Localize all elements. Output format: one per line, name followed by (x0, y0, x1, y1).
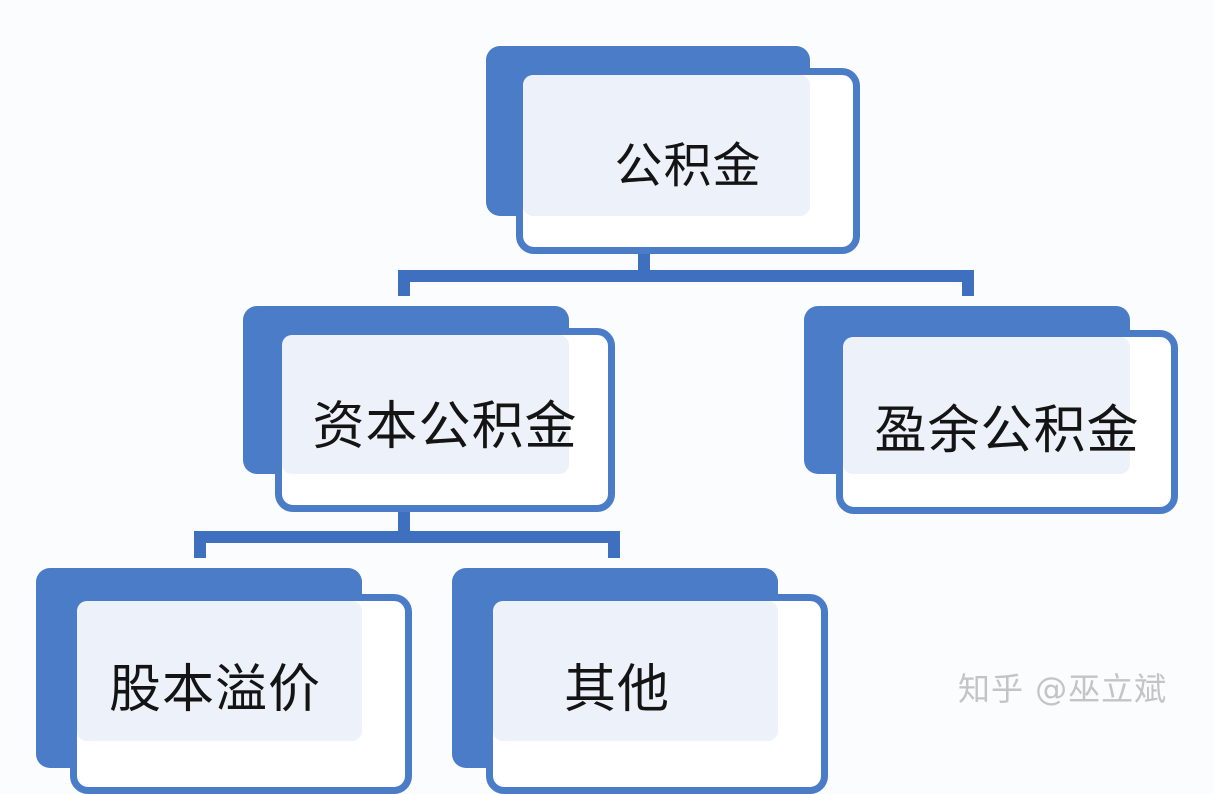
connector-root-right-drop (962, 270, 974, 296)
connector-capital-stem (398, 512, 410, 536)
node-root-label: 公积金 (614, 138, 762, 194)
node-root-inner (523, 75, 810, 216)
connector-root-bar (398, 270, 974, 282)
connector-root-stem (638, 254, 650, 274)
node-surplus-reserve-inner (843, 337, 1130, 474)
node-surplus-reserve: 盈余公积金 (804, 306, 1178, 514)
node-root: 公积金 (486, 46, 860, 254)
watermark: 知乎 @巫立斌 (958, 670, 1168, 708)
connector-capital-left-drop (194, 531, 206, 558)
node-share-premium-inner (77, 601, 362, 741)
node-other: 其他 (452, 568, 828, 794)
node-surplus-reserve-label: 盈余公积金 (874, 400, 1140, 461)
node-share-premium-label: 股本溢价 (108, 659, 321, 720)
node-capital-reserve-inner (282, 335, 569, 474)
connector-capital-bar (194, 531, 620, 543)
node-other-label: 其他 (563, 659, 670, 720)
node-capital-reserve-label: 资本公积金 (312, 396, 578, 457)
connector-capital-right-drop (608, 531, 620, 558)
connector-root-left-drop (398, 270, 410, 296)
node-other-inner (493, 601, 778, 741)
node-capital-reserve: 资本公积金 (243, 306, 615, 512)
node-share-premium: 股本溢价 (36, 568, 412, 794)
